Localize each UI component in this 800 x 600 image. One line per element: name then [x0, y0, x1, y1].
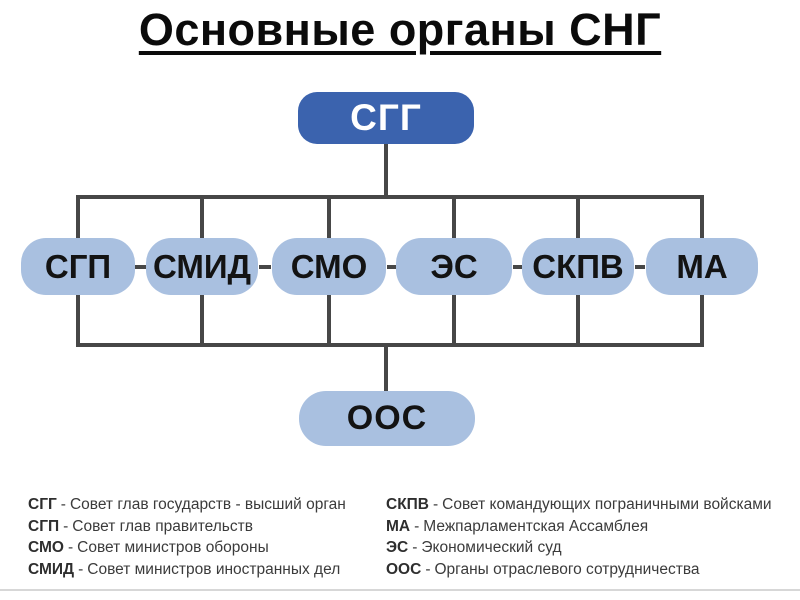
legend-column-right: СКПВ-Совет командующих пограничными войс… — [386, 494, 772, 580]
legend-column-left: СГГ-Совет глав государств - высший орган… — [28, 494, 346, 580]
bottom-box-label: ООС — [346, 399, 428, 437]
row-box-label: СМО — [290, 247, 368, 285]
connector-dash — [135, 265, 146, 269]
legend-item: СМИД-Совет министров иностранных дел — [28, 559, 346, 581]
legend-separator: - — [63, 517, 69, 535]
row-box-skpv: СКПВ — [522, 238, 634, 295]
legend-abbr: МА — [386, 517, 411, 535]
legend-desc: Совет министров иностранных дел — [87, 560, 341, 578]
legend-abbr: СГП — [28, 517, 60, 535]
legend-abbr: СМО — [28, 539, 64, 556]
connector-dash — [387, 265, 396, 269]
legend-abbr: СКПВ — [386, 496, 429, 513]
legend-separator: - — [67, 539, 74, 556]
row-box-label: СМИД — [152, 247, 252, 285]
connector-dash — [259, 265, 271, 269]
row-box-label: ЭС — [430, 247, 478, 285]
row-box-label: СКПВ — [532, 247, 624, 285]
legend-item: ООС-Органы отраслевого сотрудничества — [386, 559, 772, 581]
connector-dash — [635, 265, 645, 269]
row-box-label: СГП — [44, 247, 112, 285]
legend-desc: Совет министров обороны — [77, 539, 269, 556]
legend-abbr: ЭС — [386, 539, 409, 556]
legend-separator: - — [433, 496, 439, 513]
legend-abbr: СМИД — [28, 560, 75, 578]
legend-desc: Совет глав государств - высший орган — [69, 496, 346, 513]
legend-separator: - — [425, 560, 431, 578]
legend-desc: Совет глав правительств — [72, 517, 253, 535]
root-box-label: СГГ — [350, 97, 422, 138]
legend-separator: - — [412, 539, 418, 556]
legend-item: ЭС-Экономический суд — [386, 537, 772, 559]
row-box-smo: СМО — [272, 238, 386, 295]
legend-desc: Межпарламентская Ассамблея — [423, 517, 649, 535]
connector-root-stem — [384, 143, 388, 197]
connector-bottom-rail — [76, 343, 704, 347]
legend-item: СКПВ-Совет командующих пограничными войс… — [386, 494, 772, 516]
connector-dash — [513, 265, 522, 269]
row-box-sgp: СГП — [21, 238, 135, 295]
legend-desc: Совет командующих пограничными войсками — [442, 496, 772, 513]
legend-desc: Экономический суд — [421, 539, 562, 556]
legend-separator: - — [60, 496, 66, 513]
page-title: Основные органы СНГ — [138, 4, 662, 55]
row-box-es: ЭС — [396, 238, 512, 295]
legend-separator: - — [78, 560, 84, 578]
row-box-smid: СМИД — [146, 238, 258, 295]
legend-item: СМО-Совет министров обороны — [28, 537, 346, 559]
connector-oos-stem — [384, 345, 388, 392]
row-box-ma: МА — [646, 238, 758, 295]
legend-item: МА-Межпарламентская Ассамблея — [386, 516, 772, 538]
bottom-box-oos: ООС — [299, 391, 475, 446]
legend-item: СГП-Совет глав правительств — [28, 516, 346, 538]
legend-abbr: ООС — [386, 560, 422, 578]
root-box-sgg: СГГ — [298, 92, 474, 144]
connector-top-rail — [76, 195, 704, 199]
legend-separator: - — [414, 517, 420, 535]
row-box-label: МА — [676, 247, 728, 285]
legend-item: СГГ-Совет глав государств - высший орган — [28, 494, 346, 516]
slide-bottom-border — [0, 589, 800, 591]
legend-desc: Органы отраслевого сотрудничества — [434, 560, 700, 578]
legend-abbr: СГГ — [28, 496, 57, 513]
